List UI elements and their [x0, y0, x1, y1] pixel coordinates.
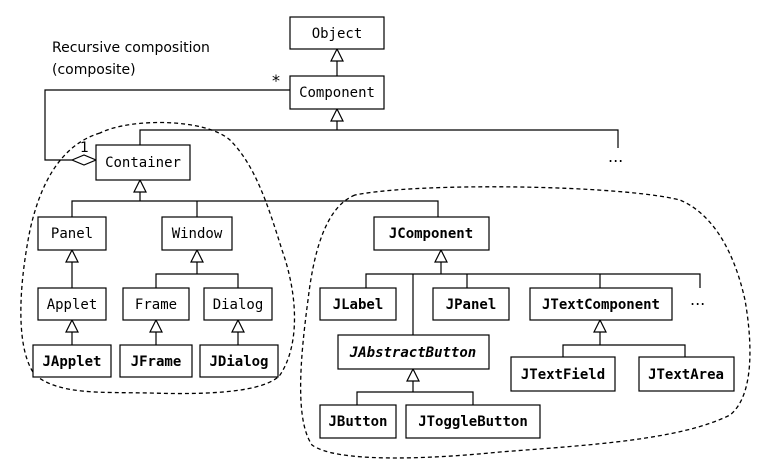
class-japplet: JApplet	[32, 344, 112, 378]
edge-window-children	[155, 273, 239, 288]
awt-group-outline	[20, 121, 296, 395]
class-panel: Panel	[37, 216, 107, 251]
edge-component-children	[139, 129, 619, 148]
arrow-component	[330, 107, 344, 122]
class-jtextarea: JTextArea	[638, 356, 735, 392]
class-jdialog: JDialog	[199, 344, 279, 378]
multiplicity-many: *	[272, 71, 280, 90]
class-component-label: Component	[299, 85, 375, 101]
swing-group-outline	[300, 186, 751, 459]
class-applet: Applet	[37, 287, 107, 321]
class-jtextfield-label: JTextField	[521, 367, 605, 383]
class-jpanel-label: JPanel	[446, 297, 497, 313]
edge-jabstractbutton-children	[356, 391, 474, 405]
class-container-label: Container	[105, 155, 181, 171]
class-jtextfield: JTextField	[510, 356, 616, 392]
arrow-container	[133, 178, 147, 193]
class-object-label: Object	[312, 26, 363, 42]
class-jabstractbutton: JAbstractButton	[337, 334, 490, 370]
class-jlabel-label: JLabel	[333, 297, 384, 313]
edge-jtextcomponent-children	[562, 344, 686, 357]
class-jlabel: JLabel	[319, 287, 397, 321]
component-more-ellipsis: ...	[608, 147, 623, 166]
class-container: Container	[95, 144, 191, 181]
class-frame-label: Frame	[135, 297, 177, 313]
class-dialog: Dialog	[203, 287, 273, 321]
class-window: Window	[161, 216, 233, 251]
composition-link	[44, 89, 290, 161]
class-frame: Frame	[122, 287, 190, 321]
aggregation-diamond	[70, 154, 98, 166]
arrow-jabstractbutton	[406, 367, 420, 382]
arrow-frame	[149, 318, 163, 333]
composition-label-line1: Recursive composition	[52, 40, 210, 56]
class-component: Component	[289, 75, 385, 110]
class-panel-label: Panel	[51, 226, 93, 242]
class-dialog-label: Dialog	[213, 297, 264, 313]
class-japplet-label: JApplet	[42, 354, 101, 370]
class-jtextarea-label: JTextArea	[648, 367, 724, 383]
multiplicity-one: 1	[80, 140, 89, 156]
class-jcomponent: JComponent	[373, 216, 490, 251]
class-jcomponent-label: JComponent	[389, 226, 473, 242]
class-jabstractbutton-label: JAbstractButton	[349, 345, 476, 361]
class-jbutton: JButton	[319, 404, 397, 439]
arrow-panel	[65, 248, 79, 263]
arrow-window	[190, 248, 204, 263]
class-jpanel: JPanel	[432, 287, 510, 321]
jcomponent-more-ellipsis: ...	[690, 290, 705, 309]
class-applet-label: Applet	[47, 297, 98, 313]
arrow-applet	[65, 318, 79, 333]
arrow-dialog	[231, 318, 245, 333]
class-jtextcomponent-label: JTextComponent	[542, 297, 660, 313]
class-jtextcomponent: JTextComponent	[529, 287, 673, 321]
edge-container-children	[71, 200, 439, 217]
arrow-jtextcomponent	[593, 318, 607, 333]
class-jtogglebutton-label: JToggleButton	[418, 414, 528, 430]
class-object: Object	[289, 16, 385, 50]
edge-jcomponent-children	[365, 273, 701, 288]
arrow-object	[330, 47, 344, 62]
composition-label-line2: (composite)	[52, 62, 136, 78]
class-window-label: Window	[172, 226, 223, 242]
class-jtogglebutton: JToggleButton	[405, 404, 541, 439]
class-jdialog-label: JDialog	[209, 354, 268, 370]
arrow-jcomponent	[434, 248, 448, 263]
class-jbutton-label: JButton	[328, 414, 387, 430]
class-jframe-label: JFrame	[131, 354, 182, 370]
class-jframe: JFrame	[119, 344, 193, 378]
